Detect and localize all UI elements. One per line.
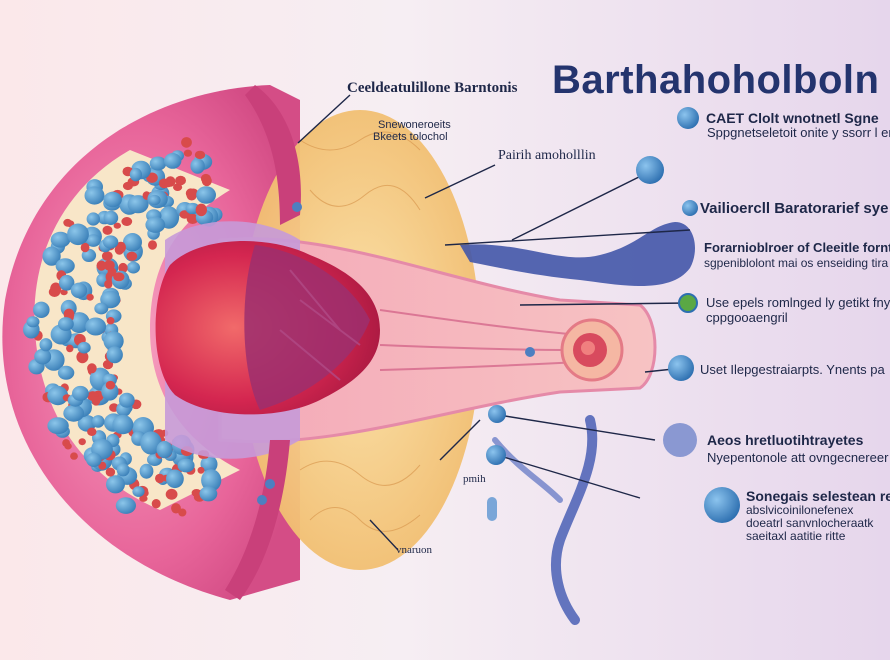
- label-sone-line3: doeatrl sanvnlocheraatk: [746, 516, 873, 530]
- blue-cell: [104, 192, 122, 207]
- blue-cell: [107, 346, 123, 363]
- red-cell: [126, 252, 137, 261]
- blue-cell: [130, 168, 142, 181]
- red-cell: [106, 468, 115, 477]
- red-cell: [106, 381, 115, 390]
- red-cell: [175, 176, 186, 186]
- red-cell: [70, 452, 78, 459]
- blue-cell: [166, 470, 184, 489]
- blue-cell: [71, 283, 87, 299]
- blue-cell: [200, 486, 218, 501]
- blue-cell: [149, 195, 161, 205]
- red-cell: [164, 179, 172, 187]
- blue-cell: [145, 217, 165, 233]
- blue-cell: [103, 235, 118, 248]
- red-cell: [178, 509, 186, 517]
- red-cell: [87, 363, 97, 373]
- label-vallio: Vailioercll Baratorarief sye: [700, 200, 888, 217]
- blue-cell: [112, 415, 133, 434]
- red-cell: [195, 151, 205, 159]
- red-cell: [148, 240, 157, 249]
- blue-cell: [150, 157, 167, 171]
- blue-cell: [72, 386, 89, 401]
- blue-cell: [86, 453, 102, 467]
- blue-cell: [190, 158, 204, 174]
- label-pair: Pairih amoholllin: [498, 148, 596, 164]
- red-cell: [103, 226, 113, 235]
- label-sone-line4: saeitaxl aatitie ritte: [746, 529, 845, 543]
- blue-cell: [127, 262, 140, 274]
- red-cell: [79, 438, 86, 445]
- red-cell: [121, 217, 132, 226]
- red-cell: [196, 204, 207, 217]
- red-cell: [186, 188, 196, 198]
- label-cat-line1: CAET Clolt wnotnetl Sgne: [706, 110, 879, 126]
- blue-cell: [63, 405, 84, 422]
- blue-cell: [132, 486, 144, 497]
- blue-cell: [85, 186, 105, 204]
- red-cell: [184, 150, 192, 157]
- label-cat-line2: Sppgnetseletoit onite y ssorr l en: [707, 125, 890, 140]
- blue-cell: [178, 459, 195, 473]
- red-cell: [97, 261, 107, 271]
- label-uset: Uset Ilepgestraiarpts. Ynents pa: [700, 362, 885, 377]
- red-cell: [92, 396, 101, 406]
- red-cell: [198, 467, 205, 474]
- blue-cell: [94, 303, 108, 315]
- blue-cell: [164, 153, 181, 169]
- blue-cell: [67, 224, 89, 246]
- label-bottom: vnaruon: [396, 544, 432, 556]
- label-uses-line1: Use epels romlnged ly getikt fny: [706, 295, 890, 310]
- blue-cell: [116, 497, 136, 514]
- red-cell: [155, 474, 165, 483]
- blue-cell: [33, 302, 50, 318]
- red-cell: [202, 176, 212, 186]
- blue-cell: [78, 342, 91, 354]
- red-cell: [107, 317, 115, 324]
- blue-cell: [140, 464, 154, 479]
- red-cell: [123, 182, 133, 190]
- label-form-line2: sgpeniblolont mai os enseiding tira: [704, 256, 888, 270]
- blue-cell: [40, 338, 53, 351]
- red-cell: [166, 489, 178, 500]
- blue-cell: [117, 463, 130, 476]
- red-cell: [104, 280, 112, 289]
- red-cell: [86, 294, 93, 301]
- red-cell: [113, 272, 124, 281]
- label-aeos-line2: Nyepentonole att ovngecnereer: [707, 450, 888, 465]
- blue-cell: [92, 415, 105, 428]
- duct-opening-center: [581, 341, 595, 355]
- label-sone-line1: Sonegais selestean rec: [746, 488, 890, 504]
- red-cell: [66, 345, 73, 353]
- blue-cell: [196, 186, 216, 204]
- label-pmih: pmih: [463, 473, 486, 485]
- label-upper-left-1: Snewoneroeits: [378, 119, 451, 131]
- red-cell: [181, 137, 192, 148]
- blue-cell: [87, 212, 100, 225]
- red-cell: [152, 499, 161, 508]
- blue-cell: [58, 317, 74, 331]
- blue-cell: [106, 475, 125, 493]
- label-aeos-line1: Aeos hretluotihtrayetes: [707, 432, 863, 448]
- red-cell: [64, 443, 71, 450]
- red-cell: [87, 428, 96, 436]
- label-sone-line2: abslvicoinilonefenex: [746, 503, 853, 517]
- diagram-title: Barthahoholboln: [552, 58, 879, 103]
- blue-cell: [119, 393, 135, 408]
- label-uses-line2: cppgooaengril: [706, 310, 788, 325]
- blue-cell: [27, 316, 40, 327]
- blue-cell: [104, 211, 119, 225]
- blue-cell: [58, 366, 74, 380]
- blue-cell: [47, 417, 68, 434]
- label-upper-left-2: Bkeets tolochol: [373, 131, 448, 143]
- label-top-center: Ceeldeatulillone Barntonis: [347, 80, 517, 97]
- label-form-line1: Forarnioblroer of Cleeitle fornt: [704, 240, 890, 255]
- red-cell: [102, 251, 113, 260]
- blue-cell: [85, 318, 106, 336]
- blue-cell: [34, 349, 51, 365]
- blue-cell: [157, 441, 173, 458]
